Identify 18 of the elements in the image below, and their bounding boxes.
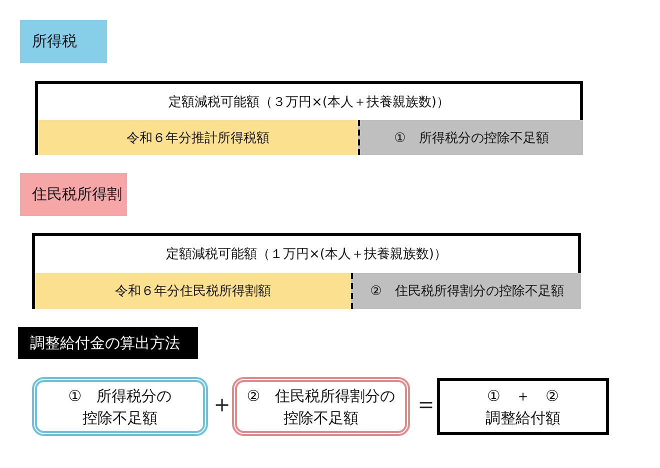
amount-box: ② 住民税所得割分の控除不足額 xyxy=(232,377,410,436)
box-text: ① ＋ ② xyxy=(487,386,559,406)
result-box xyxy=(437,378,609,435)
amount-table xyxy=(35,81,583,155)
operator-sign: ＋ xyxy=(210,389,234,420)
operator-sign: ＝ xyxy=(414,389,438,420)
table-heading: 定額減税可能額（１万円×(本人＋扶養親族数)） xyxy=(164,246,448,263)
table-cell: ② 住民税所得割分の控除不足額 xyxy=(351,273,581,309)
table-cell: 令和６年分住民税所得割額 xyxy=(35,273,351,309)
table-cell: ① 所得税分の控除不足額 xyxy=(358,120,583,155)
box-text: 調整給付額 xyxy=(486,408,560,428)
section-heading: 調整給付金の算出方法 xyxy=(18,327,198,359)
table-heading: 定額減税可能額（３万円×(本人＋扶養親族数)） xyxy=(167,94,451,111)
amount-table xyxy=(32,233,581,309)
section-heading: 所得税 xyxy=(20,20,107,63)
section-heading: 住民税所得割 xyxy=(20,173,127,216)
table-cell: 令和６年分推計所得税額 xyxy=(38,120,358,155)
amount-box: ① 所得税分の控除不足額 xyxy=(32,377,208,436)
